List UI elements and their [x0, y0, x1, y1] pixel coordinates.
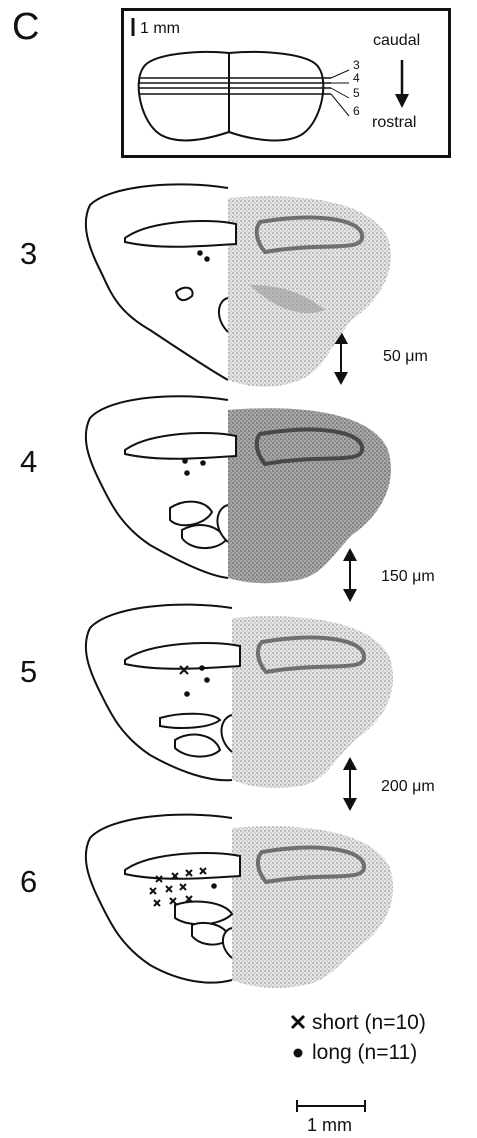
long-dot: [200, 460, 206, 466]
long-dot: [182, 458, 188, 464]
long-dot: [184, 470, 190, 476]
section-4-outline: [86, 396, 228, 578]
section-5: [86, 605, 393, 788]
long-dot: [199, 665, 205, 671]
long-dot: [204, 677, 210, 683]
gap-arrow-4-5: [343, 548, 357, 602]
long-dot: [211, 883, 217, 889]
long-dot: [184, 691, 190, 697]
section-6-histology: [232, 826, 393, 988]
section-6-outline: [86, 815, 232, 983]
long-dot: [197, 250, 203, 256]
legend-short-label: short (n=10): [312, 1012, 426, 1033]
scale-bar: [297, 1100, 365, 1112]
section-3-histology: [228, 196, 391, 387]
legend-dot-icon: [294, 1049, 303, 1058]
legend-long-label: long (n=11): [312, 1042, 417, 1063]
section-3-outline: [86, 184, 228, 380]
gap-arrow-5-6: [343, 757, 357, 811]
scale-bar-label: 1 mm: [307, 1116, 352, 1134]
section-5-histology: [232, 616, 393, 788]
section-6: [86, 815, 393, 988]
section-4: [86, 396, 391, 583]
section-3: [86, 184, 391, 386]
legend-cross-icon: [292, 1016, 304, 1028]
section-4-histology: [228, 408, 391, 583]
long-dot: [204, 256, 210, 262]
